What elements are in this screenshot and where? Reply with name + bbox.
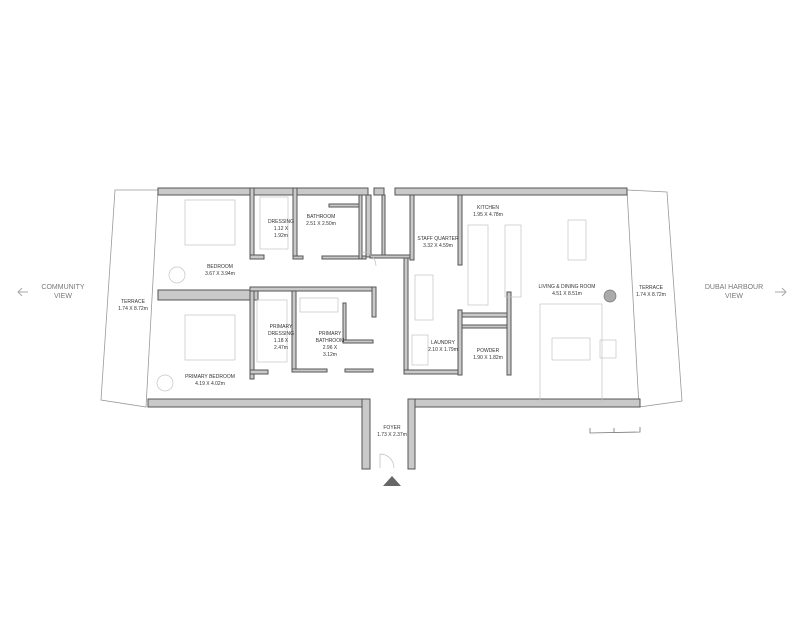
room-terrace-right-name: TERRACE (639, 285, 664, 291)
room-living-dining-size: 4.51 X 8.51m (552, 291, 582, 297)
view-right-line1: DUBAI HARBOUR (705, 284, 763, 291)
room-dressing-size1: 1.12 X (274, 226, 289, 232)
view-left-line1: COMMUNITY (41, 284, 84, 291)
room-bedroom-size: 3.67 X 3.94m (205, 271, 235, 277)
room-staff-quarter-name: STAFF QUARTER (417, 236, 459, 242)
view-right-line2: VIEW (725, 293, 743, 300)
terrace-right (626, 189, 683, 408)
room-bedroom-name: BEDROOM (207, 264, 233, 270)
room-dressing-size2: 1.92m (274, 233, 288, 239)
room-primary-bathroom-name1: PRIMARY (319, 331, 342, 337)
room-living-dining-name: LIVING & DINING ROOM (539, 284, 596, 290)
walls (147, 187, 641, 470)
room-bathroom-size: 2.51 X 2.50m (306, 221, 336, 227)
terrace-left (100, 189, 159, 408)
room-laundry-name: LAUNDRY (431, 340, 455, 346)
entrance-triangle-icon (383, 476, 401, 486)
room-terrace-left-size: 1.74 X 8.72m (118, 306, 148, 312)
room-primary-bedroom-size: 4.19 X 4.02m (195, 381, 225, 387)
room-primary-bedroom-name: PRIMARY BEDROOM (185, 374, 235, 380)
room-primary-dressing-name1: PRIMARY (270, 324, 293, 330)
room-primary-dressing-size1: 1.18 X (274, 338, 289, 344)
arrow-right-icon (775, 287, 787, 297)
room-dressing-name: DRESSING (268, 219, 294, 225)
room-foyer-size: 1.73 X 2.37m (377, 432, 407, 438)
room-labels: BEDROOM 3.67 X 3.94m DRESSING 1.12 X 1.9… (118, 205, 666, 438)
room-terrace-left-name: TERRACE (121, 299, 146, 305)
view-left-line2: VIEW (54, 293, 72, 300)
room-bathroom-name: BATHROOM (307, 214, 336, 220)
room-primary-bathroom-size1: 2.96 X (323, 345, 338, 351)
column-round (603, 289, 617, 303)
room-kitchen-name: KITCHEN (477, 205, 499, 211)
room-primary-dressing-name2: DRESSING (268, 331, 294, 337)
room-primary-dressing-size2: 2.47m (274, 345, 288, 351)
room-kitchen-size: 1.95 X 4.78m (473, 212, 503, 218)
room-foyer-name: FOYER (383, 425, 401, 431)
furniture (156, 196, 617, 469)
view-left: COMMUNITY VIEW (17, 284, 85, 300)
scale-bar (589, 427, 641, 434)
room-powder-size: 1.90 X 1.82m (473, 355, 503, 361)
room-terrace-right-size: 1.74 X 8.72m (636, 292, 666, 298)
room-primary-bathroom-size2: 3.12m (323, 352, 337, 358)
arrow-left-icon (17, 287, 28, 297)
room-powder-name: POWDER (477, 348, 500, 354)
view-right: DUBAI HARBOUR VIEW (705, 284, 787, 300)
room-laundry-size: 2.10 X 1.79m (428, 347, 458, 353)
room-staff-quarter-size: 3.32 X 4.59m (423, 243, 453, 249)
room-primary-bathroom-name2: BATHROOM (316, 338, 345, 344)
